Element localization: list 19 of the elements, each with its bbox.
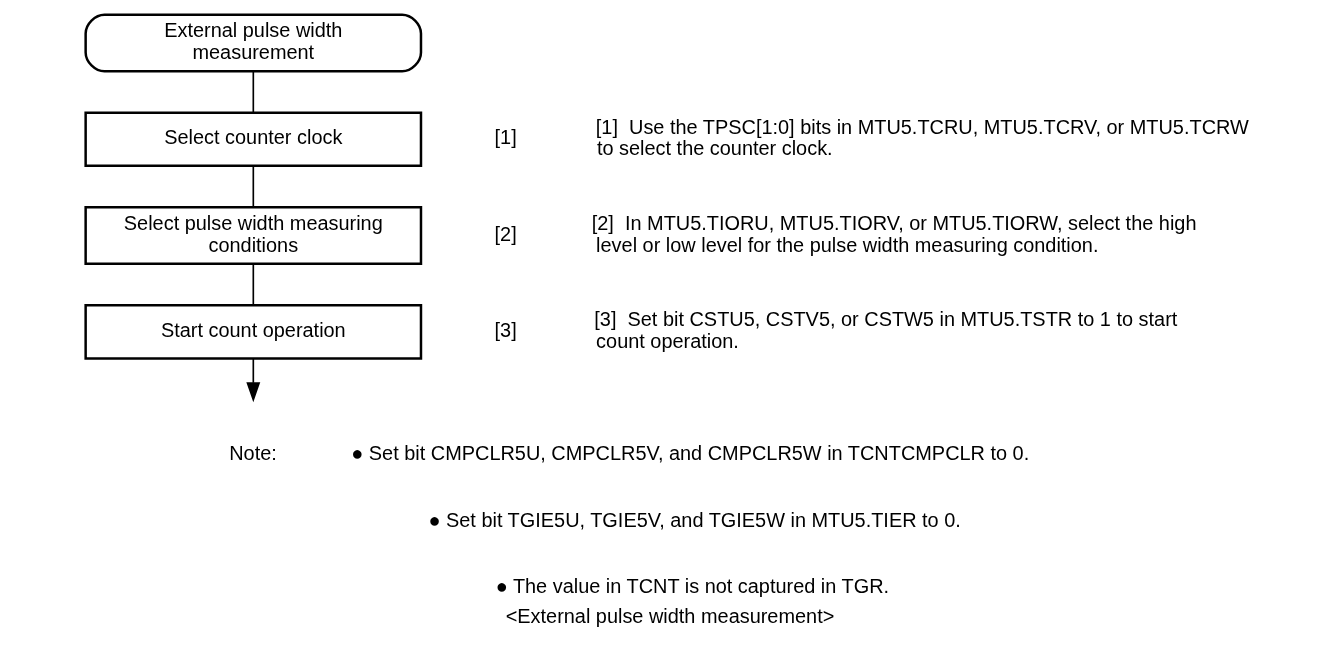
node-box: Select counter clock [84, 111, 423, 168]
label: ● Set bit TGIE5U, TGIE5V, and TGIE5W in MTU5.TIER to 0. [428, 508, 961, 531]
label: [1] Use the TPSC[1:0] bits in MTU5.TCRU, MTU5.TCRV, or MTU5.TCRW to select the counter clock. [595, 115, 1249, 160]
node-box: External pulse width measurement [84, 13, 423, 73]
label: [2] In MTU5.TIORU, MTU5.TIORV, or MTU5.TIORW, select the high level or low level for the pulse width measuring condition. [591, 211, 1197, 256]
label: ● Set bit CMPCLR5U, CMPCLR5V, and CMPCLR5W in TCNTCMPCLR to 0. [351, 442, 1030, 465]
node-box: Select pulse width measuring conditions [84, 206, 423, 266]
label: [3] Set bit CSTU5, CSTV5, or CSTW5 in MTU5.TSTR to 1 to start count operation. [594, 308, 1178, 352]
node-label: [2] [494, 222, 517, 245]
node-label: [1] [494, 126, 517, 149]
node-label: [3] [494, 319, 517, 342]
label: ● The value in TCNT is not captured in TGR. [495, 575, 890, 598]
node-box: Start count operation [84, 304, 423, 360]
connector [252, 70, 255, 114]
arrow [246, 358, 261, 403]
connector [252, 263, 255, 306]
label: Note: [229, 442, 277, 465]
caption: <External pulse width measurement> [505, 604, 835, 627]
connector [252, 165, 255, 208]
